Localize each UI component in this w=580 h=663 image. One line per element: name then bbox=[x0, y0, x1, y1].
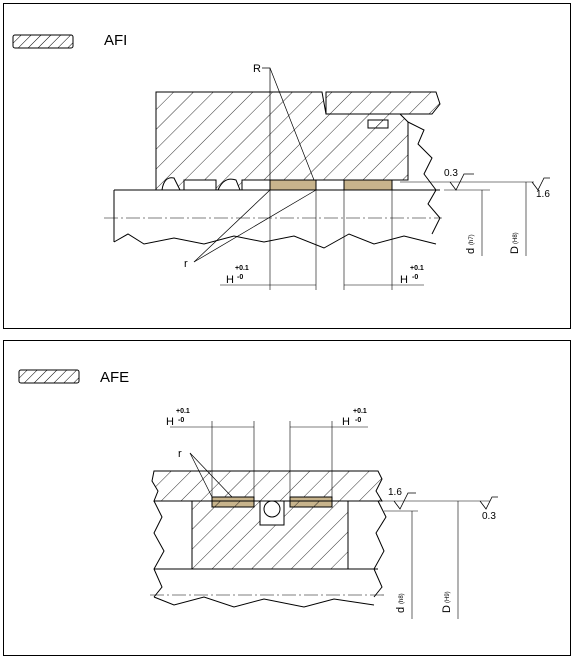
afi-label-d: d bbox=[465, 248, 477, 254]
afe-label-tol-plus-2: +0.1 bbox=[353, 408, 367, 415]
afe-label-roughness-2: 0.3 bbox=[482, 511, 496, 522]
afi-label-H-2: H bbox=[400, 274, 408, 286]
afi-hatch-legend-swatch bbox=[12, 34, 74, 49]
afe-label-tol-minus-2: -0 bbox=[355, 417, 361, 424]
afe-label-tol-plus-1: +0.1 bbox=[176, 408, 190, 415]
afi-label-H-1: H bbox=[226, 274, 234, 286]
afi-label-roughness-2: 1.6 bbox=[536, 189, 550, 200]
afe-drawing: r H +0.1 -0 H +0.1 -0 1.6 0.3 d (h8) D (… bbox=[150, 408, 498, 619]
afi-label-d-fit: (h7) bbox=[469, 234, 475, 245]
afi-cap bbox=[325, 91, 441, 115]
afe-label-H-1: H bbox=[166, 416, 174, 428]
afe-label-roughness-1: 1.6 bbox=[388, 487, 402, 498]
afe-title: AFE bbox=[100, 369, 130, 386]
afe-housing-top bbox=[151, 470, 383, 502]
afi-label-r: r bbox=[184, 258, 188, 270]
afe-panel: AFE r H bbox=[3, 340, 571, 656]
afe-label-D-fit: (H9) bbox=[445, 591, 451, 603]
afi-o-ring-small bbox=[367, 119, 389, 129]
afi-panel: AFI bbox=[3, 3, 571, 329]
afi-o-ring-1 bbox=[161, 177, 181, 191]
afi-label-tol-minus-1: -0 bbox=[237, 274, 243, 281]
afi-label-roughness-1: 0.3 bbox=[444, 168, 458, 179]
afi-label-R: R bbox=[253, 63, 261, 75]
afi-title: AFI bbox=[104, 32, 128, 49]
afe-label-H-2: H bbox=[342, 416, 350, 428]
afi-o-ring-2 bbox=[217, 178, 241, 191]
afi-label-D-fit: (H8) bbox=[513, 232, 519, 244]
afi-drawing: R r H +0.1 -0 H +0.1 -0 0.3 1.6 d (h7) D… bbox=[104, 63, 550, 290]
afi-label-D: D bbox=[509, 246, 521, 254]
afe-label-tol-minus-1: -0 bbox=[178, 417, 184, 424]
afe-hatch-legend-swatch bbox=[18, 369, 80, 384]
afi-label-tol-plus-1: +0.1 bbox=[235, 265, 249, 272]
afi-seal-left bbox=[269, 179, 317, 191]
afi-seal-right bbox=[343, 179, 393, 191]
afe-label-r: r bbox=[178, 448, 182, 460]
afi-label-tol-minus-2: -0 bbox=[412, 274, 418, 281]
afi-label-tol-plus-2: +0.1 bbox=[410, 265, 424, 272]
afe-label-d-fit: (h8) bbox=[399, 593, 405, 604]
afe-label-d: d bbox=[395, 607, 407, 613]
afe-label-D: D bbox=[441, 605, 453, 613]
afi-shaft-break bbox=[113, 233, 437, 249]
